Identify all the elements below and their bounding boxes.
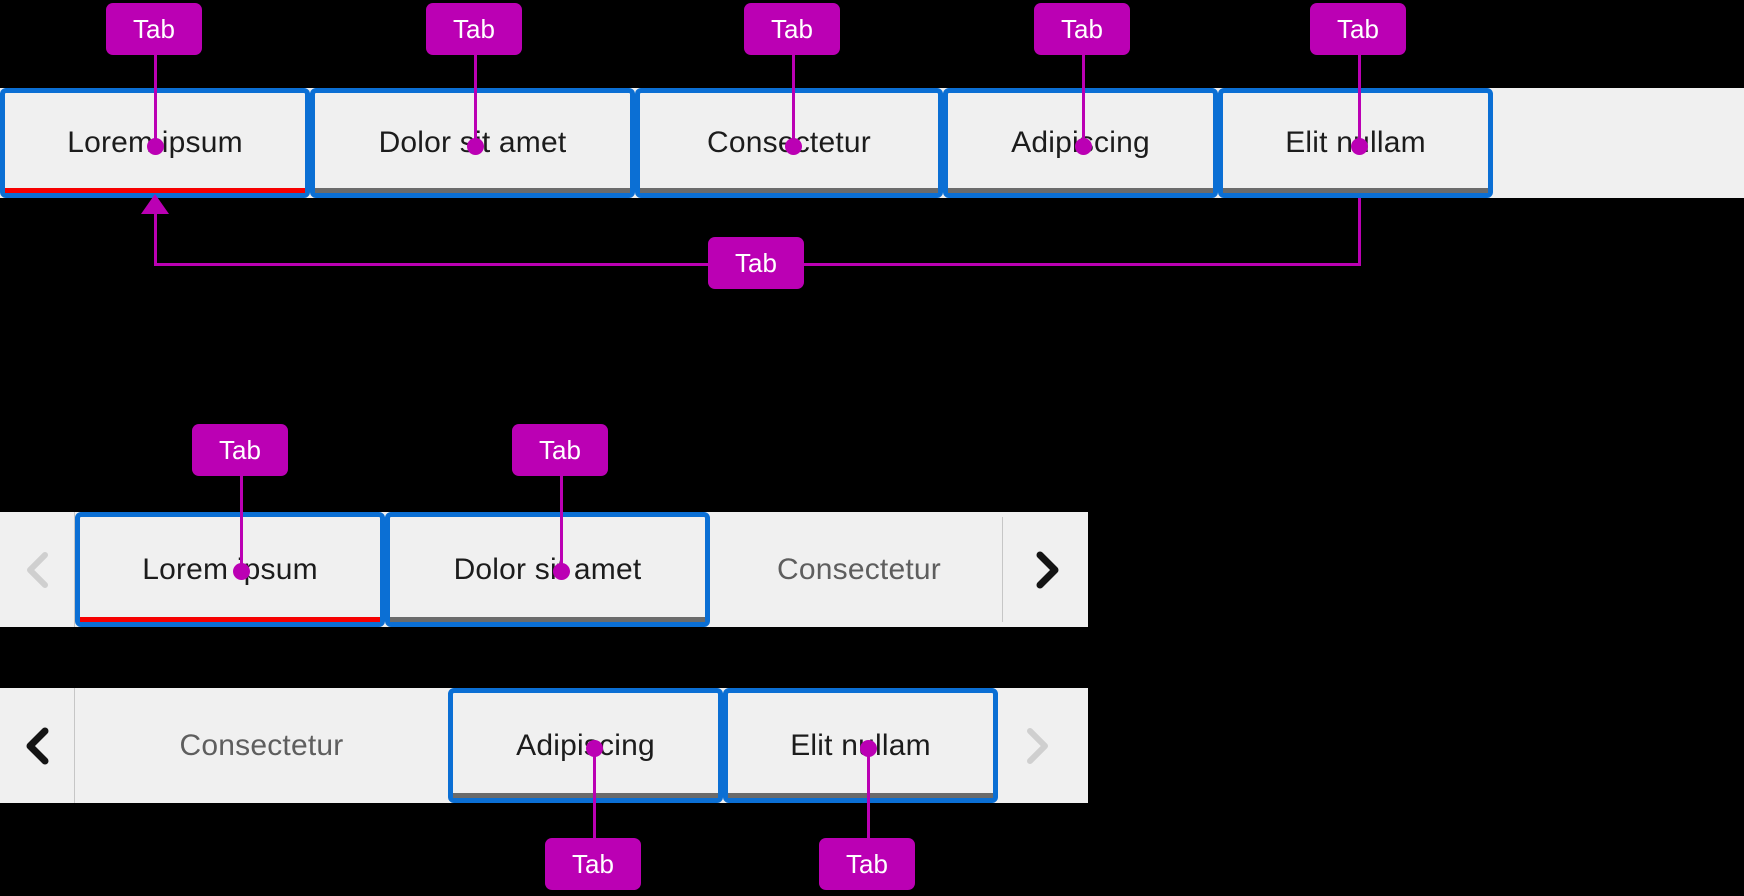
tab-inactive-underline bbox=[315, 188, 630, 193]
anchor-dot bbox=[1351, 138, 1368, 155]
scroll-left-button-disabled[interactable] bbox=[0, 512, 75, 627]
callout-label: Tab bbox=[1337, 13, 1379, 44]
callout-tab: Tab bbox=[1034, 3, 1130, 55]
tab-inactive-underline bbox=[728, 793, 993, 798]
leader-line bbox=[474, 52, 477, 148]
callout-label: Tab bbox=[539, 434, 581, 465]
tab-label: Consectetur bbox=[777, 552, 941, 586]
callout-label: Tab bbox=[133, 13, 175, 44]
callout-label: Tab bbox=[572, 848, 614, 879]
callout-tab: Tab bbox=[192, 424, 288, 476]
tab-label: Lorem ipsum bbox=[142, 552, 318, 586]
anchor-dot bbox=[467, 138, 484, 155]
callout-tab: Tab bbox=[744, 3, 840, 55]
tab-label: Adipiscing bbox=[516, 729, 655, 763]
leader-line bbox=[154, 52, 157, 148]
tab-inactive-underline bbox=[948, 188, 1213, 193]
tab-lorem-ipsum[interactable]: Lorem ipsum bbox=[75, 512, 385, 627]
leader-line bbox=[154, 212, 157, 265]
tab-inactive-underline bbox=[390, 617, 705, 622]
callout-tab: Tab bbox=[819, 838, 915, 890]
tab-consectetur[interactable]: Consectetur bbox=[710, 512, 1008, 627]
scrollable-tabbar-end: Consectetur Adipiscing Elit nullam bbox=[0, 688, 1088, 803]
callout-tab: Tab bbox=[708, 237, 804, 289]
callout-label: Tab bbox=[846, 848, 888, 879]
callout-label: Tab bbox=[1061, 13, 1103, 44]
callout-label: Tab bbox=[453, 13, 495, 44]
tab-label: Dolor sit amet bbox=[453, 552, 642, 586]
scroll-right-button-disabled[interactable] bbox=[998, 688, 1073, 803]
chevron-right-icon bbox=[1026, 727, 1048, 764]
anchor-dot bbox=[586, 740, 603, 757]
callout-tab: Tab bbox=[1310, 3, 1406, 55]
anchor-dot bbox=[553, 563, 570, 580]
callout-tab: Tab bbox=[512, 424, 608, 476]
anchor-dot bbox=[233, 563, 250, 580]
tab-dolor-sit-amet[interactable]: Dolor sit amet bbox=[385, 512, 710, 627]
anchor-dot bbox=[785, 138, 802, 155]
leader-line bbox=[1082, 52, 1085, 148]
anchor-dot bbox=[1075, 138, 1092, 155]
scroll-left-button[interactable] bbox=[0, 688, 75, 803]
leader-line bbox=[240, 475, 243, 571]
anchor-dot bbox=[147, 138, 164, 155]
tab-inactive-underline bbox=[1223, 188, 1488, 193]
chevron-left-icon bbox=[26, 551, 48, 588]
leader-line bbox=[792, 52, 795, 148]
tab-selected-underline bbox=[5, 188, 305, 193]
leader-line bbox=[560, 475, 563, 571]
tab-consectetur[interactable]: Consectetur bbox=[75, 688, 448, 803]
anchor-dot bbox=[860, 740, 877, 757]
leader-line bbox=[1358, 52, 1361, 148]
leader-line bbox=[593, 748, 596, 844]
tab-adipiscing[interactable]: Adipiscing bbox=[448, 688, 723, 803]
leader-line bbox=[1358, 198, 1361, 265]
chevron-right-icon bbox=[1036, 551, 1058, 588]
leader-arrowhead bbox=[141, 194, 169, 214]
tab-label: Consectetur bbox=[179, 728, 344, 762]
scrollable-tabbar-start: Lorem ipsum Dolor sit amet Consectetur bbox=[0, 512, 1088, 627]
callout-tab: Tab bbox=[426, 3, 522, 55]
callout-tab: Tab bbox=[106, 3, 202, 55]
full-width-tabbar: Lorem ipsum Dolor sit amet Consectetur A… bbox=[0, 88, 1744, 198]
callout-label: Tab bbox=[735, 247, 777, 278]
callout-label: Tab bbox=[771, 13, 813, 44]
tab-selected-underline bbox=[80, 617, 380, 622]
callout-label: Tab bbox=[219, 434, 261, 465]
leader-line bbox=[867, 748, 870, 844]
tab-inactive-underline bbox=[453, 793, 718, 798]
tab-inactive-underline bbox=[640, 188, 938, 193]
callout-tab: Tab bbox=[545, 838, 641, 890]
scroll-right-button[interactable] bbox=[1008, 512, 1083, 627]
chevron-left-icon bbox=[26, 727, 48, 764]
